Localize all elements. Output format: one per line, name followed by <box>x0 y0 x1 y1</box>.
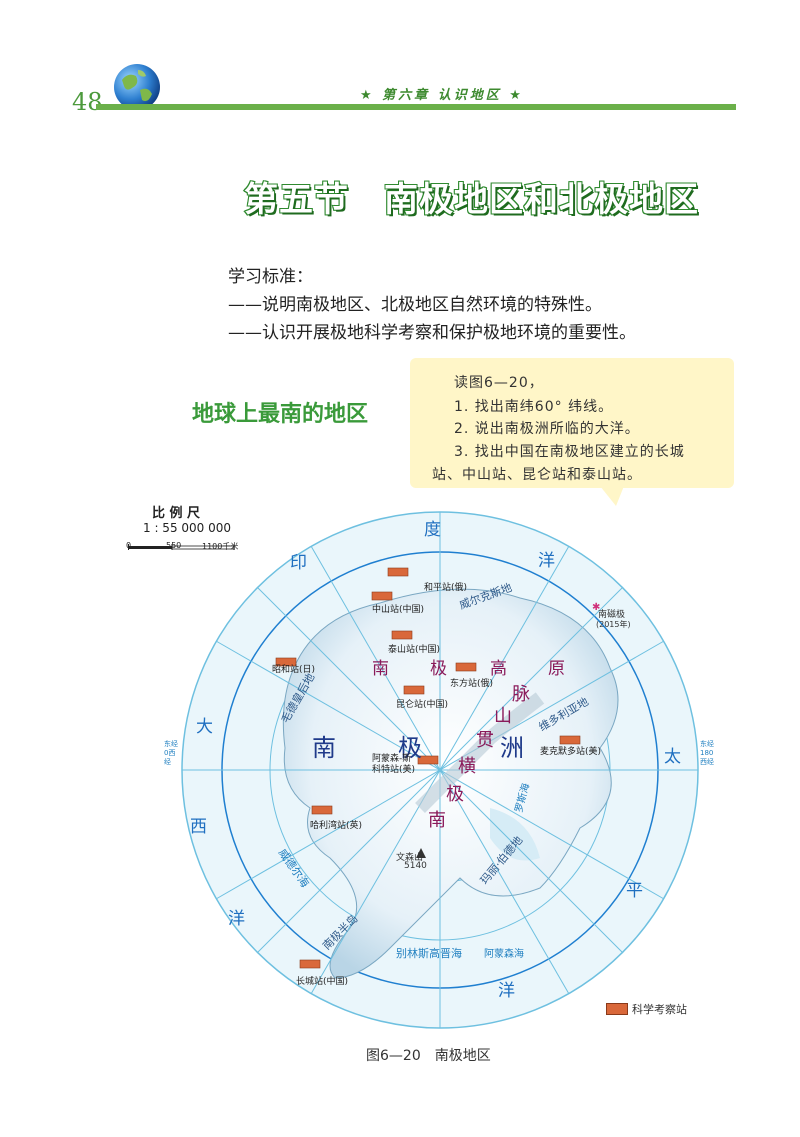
longitude-label: 东经180西经 <box>700 740 714 766</box>
mountain-label: 贯 <box>476 730 494 751</box>
antarctica-map: ✱ <box>160 508 720 1032</box>
station-label: 泰山站(中国) <box>388 645 441 655</box>
station-label: 麦克默多站(美) <box>540 747 602 757</box>
chapter-title: ★ 第六章 认识地区 ★ <box>360 88 524 103</box>
legend-station-swatch <box>606 1003 628 1015</box>
scale-tick: 550 <box>166 541 182 550</box>
ocean-label: 度 <box>424 520 441 540</box>
header-divider <box>96 104 736 110</box>
ocean-label: 印 <box>290 553 307 573</box>
plateau-label: 南 <box>372 659 389 679</box>
figure-caption: 图6—20 南极地区 <box>366 1048 491 1064</box>
station-label: 阿蒙森-斯科特站(美) <box>372 754 416 775</box>
ocean-label: 太 <box>664 747 681 767</box>
station-label: 长城站(中国) <box>296 977 349 987</box>
page-number: 48 <box>72 88 103 116</box>
callout-tail <box>600 486 624 506</box>
plateau-label: 高 <box>490 659 507 679</box>
mountain-label: 脉 <box>512 684 530 705</box>
sea-label: 别林斯高晋海 <box>396 947 462 960</box>
mountain-label: 横 <box>458 756 476 777</box>
legend-label: 科学考察站 <box>632 1003 687 1016</box>
callout-line: 3. 找出中国在南极地区建立的长城 <box>454 444 685 460</box>
continent-label: 洲 <box>500 734 524 762</box>
ocean-label: 大 <box>196 717 213 737</box>
magnetic-pole-label: 南磁极 <box>598 610 626 620</box>
mountain-label: 山 <box>494 706 512 727</box>
standards-title: 学习标准： <box>228 267 313 287</box>
station-label: 昭和站(日) <box>272 665 316 675</box>
callout-line: 站、中山站、昆仑站和泰山站。 <box>432 467 642 483</box>
reading-callout <box>410 358 734 488</box>
section-title: 第五节 南极地区和北极地区 <box>243 179 699 221</box>
ocean-label: 洋 <box>538 551 555 571</box>
callout-line: 2. 说出南极洲所临的大洋。 <box>454 421 640 437</box>
scale-ratio: 1 : 55 000 000 <box>143 521 232 535</box>
ocean-label: 西 <box>190 817 207 837</box>
ocean-label: 平 <box>626 881 643 901</box>
scale-bar <box>128 537 238 556</box>
station-label: 和平站(俄) <box>424 583 468 593</box>
mountain-peak-height: 5140 <box>404 861 427 871</box>
peak-icon <box>416 848 426 858</box>
ocean-label: 洋 <box>498 981 515 1001</box>
longitude-label: 东经0西经 <box>164 740 178 766</box>
mountain-peak-label: 文森山 <box>396 853 424 863</box>
station-label: 昆仑站(中国) <box>396 700 449 710</box>
globe-icon <box>112 62 162 112</box>
plateau-label: 原 <box>548 659 565 679</box>
scale-title: 比 例 尺 <box>152 506 201 521</box>
subheading: 地球上最南的地区 <box>192 402 369 427</box>
standard-item: ——说明南极地区、北极地区自然环境的特殊性。 <box>228 295 602 315</box>
continent-label: 极 <box>398 734 422 762</box>
station-label: 哈利湾站(英) <box>310 821 363 831</box>
station-label: 中山站(中国) <box>372 605 425 615</box>
station-markers <box>275 567 581 969</box>
mountain-label: 极 <box>446 784 464 805</box>
ocean-label: 洋 <box>228 909 245 929</box>
callout-line: 1. 找出南纬60° 纬线。 <box>454 399 614 415</box>
plateau-label: 极 <box>430 659 447 679</box>
scale-tick: 1100千米 <box>202 542 239 551</box>
magnetic-pole-year: (2015年) <box>596 620 631 629</box>
continent-label: 南 <box>312 734 336 762</box>
station-label: 东方站(俄) <box>450 679 494 689</box>
standard-item: ——认识开展极地科学考察和保护极地环境的重要性。 <box>228 323 636 343</box>
mountain-label: 南 <box>428 810 446 831</box>
scale-tick: 0 <box>126 541 132 550</box>
magnetic-pole-icon: ✱ <box>592 602 600 613</box>
sea-label: 阿蒙森海 <box>484 949 524 960</box>
callout-line: 读图6—20， <box>454 375 544 391</box>
